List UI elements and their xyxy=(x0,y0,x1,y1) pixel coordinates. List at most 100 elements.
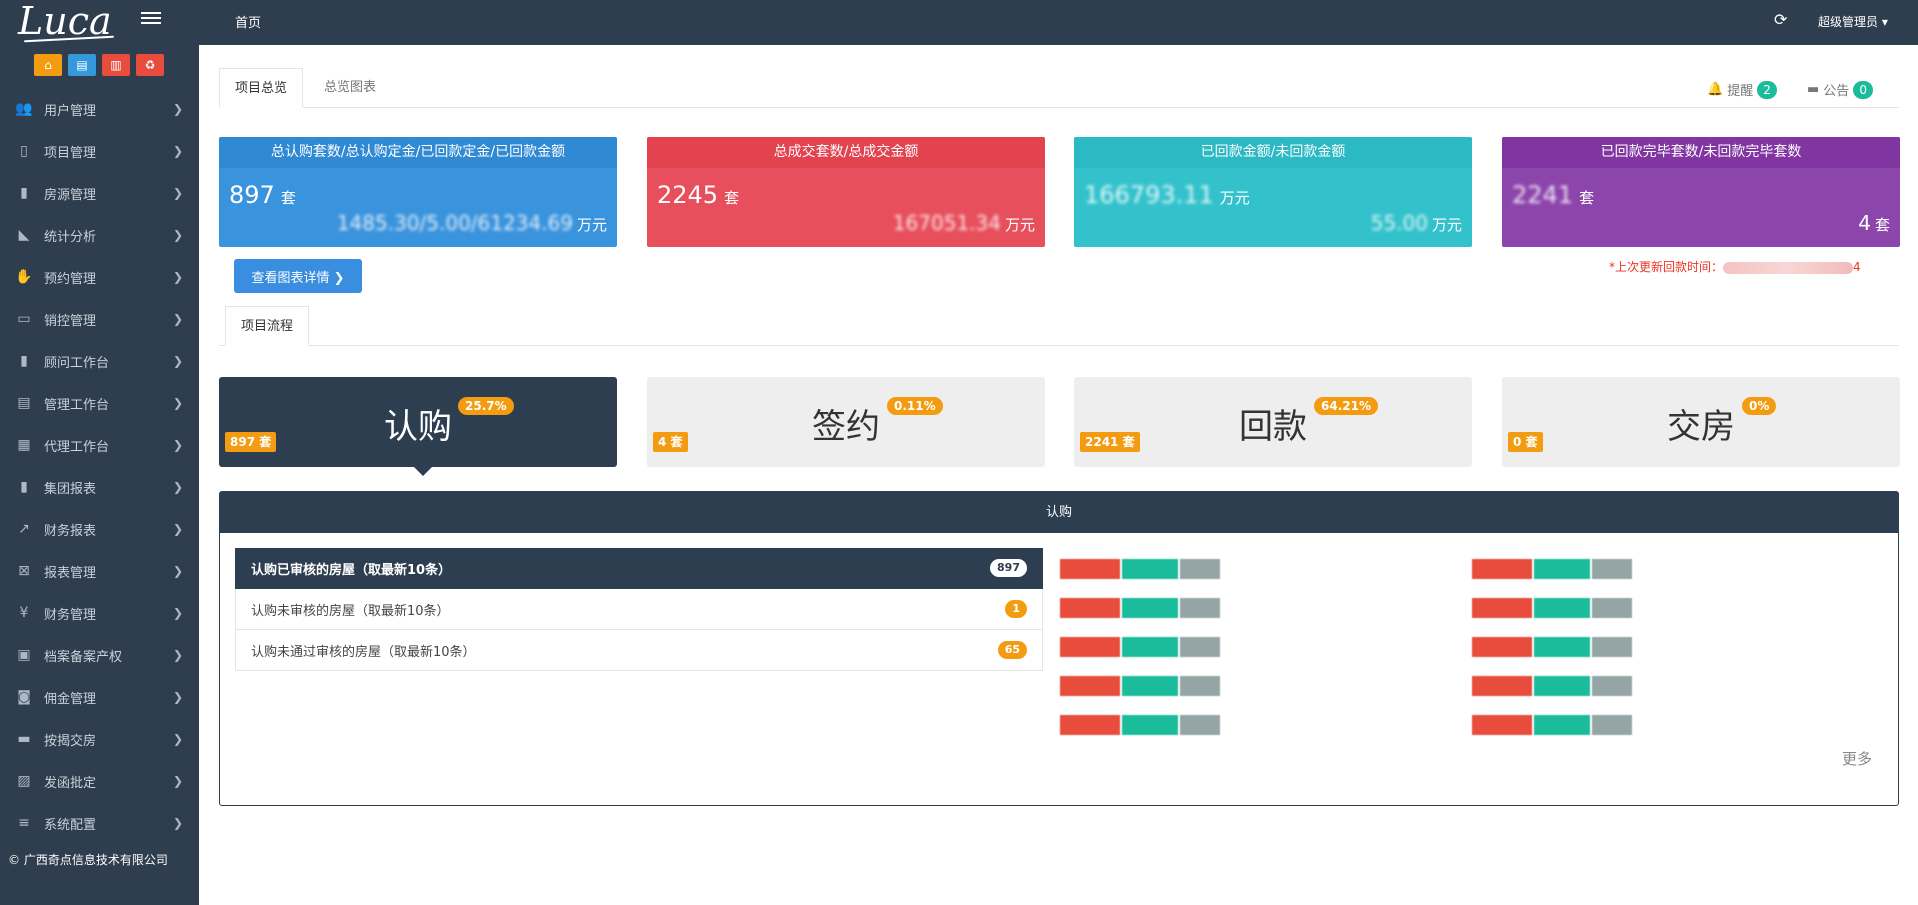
sidebar-item-8[interactable]: ▦代理工作台❯ xyxy=(0,424,199,466)
refresh-icon[interactable]: ⟳ xyxy=(1774,10,1788,29)
sidebar-item-label: 发函批定 xyxy=(44,775,97,791)
announce-badge: 0 xyxy=(1853,80,1873,99)
chevron-right-icon: ❯ xyxy=(172,186,183,200)
sidebar-item-14[interactable]: ◙佣金管理❯ xyxy=(0,676,199,718)
user-menu[interactable]: 超级管理员 ▾ xyxy=(1818,15,1888,29)
sidebar-item-label: 项目管理 xyxy=(44,145,97,161)
flow-count-badge: 2241 套 xyxy=(1080,432,1140,452)
comment-icon: ▬ xyxy=(1807,82,1820,97)
list-item-approved[interactable]: 认购已审核的房屋（取最新10条）897 xyxy=(235,548,1043,589)
sidebar: Luca ⌂ ▤ ▥ ♻ 👥用户管理❯▯项目管理❯▮房源管理❯◣统计分析❯✋预约… xyxy=(0,0,199,905)
sidebar-item-label: 按揭交房 xyxy=(44,733,97,749)
sidebar-item-label: 统计分析 xyxy=(44,229,97,245)
home-tab[interactable]: 首页 xyxy=(235,16,262,31)
flow-title: 回款 xyxy=(1239,407,1307,447)
flow-handover[interactable]: 交房 0% 0 套 xyxy=(1502,377,1900,467)
home-icon[interactable]: ⌂ xyxy=(34,54,62,76)
house-tag-row[interactable] xyxy=(1060,598,1222,618)
flow-title: 签约 xyxy=(812,407,880,447)
tab-overview[interactable]: 项目总览 xyxy=(219,68,304,108)
sidebar-item-16[interactable]: ▨发函批定❯ xyxy=(0,760,199,802)
excel-icon: ⊠ xyxy=(18,563,30,579)
remind-badge: 2 xyxy=(1757,80,1777,99)
menu-toggle-icon[interactable] xyxy=(141,12,161,28)
sidebar-item-15[interactable]: ▬按揭交房❯ xyxy=(0,718,199,760)
sidebar-item-13[interactable]: ▣档案备案产权❯ xyxy=(0,634,199,676)
house-tag-row[interactable] xyxy=(1472,715,1634,735)
sidebar-item-17[interactable]: ≡系统配置❯ xyxy=(0,802,199,844)
sidebar-item-label: 财务报表 xyxy=(44,523,97,539)
flow-subscribe[interactable]: 认购 25.7% 897 套 xyxy=(219,377,617,467)
bar-chart-icon: ▮ xyxy=(20,185,28,201)
house-tag-row[interactable] xyxy=(1060,715,1222,735)
list-item-pending[interactable]: 认购未审核的房屋（取最新10条）1 xyxy=(235,589,1043,630)
announce-label: 公告 xyxy=(1823,84,1850,99)
sidebar-item-6[interactable]: ▮顾问工作台❯ xyxy=(0,340,199,382)
sidebar-item-label: 管理工作台 xyxy=(44,397,110,413)
sidebar-item-label: 财务管理 xyxy=(44,607,97,623)
flow-title: 认购 xyxy=(384,407,452,447)
chevron-right-icon: ❯ xyxy=(172,732,183,746)
sidebar-item-3[interactable]: ◣统计分析❯ xyxy=(0,214,199,256)
sidebar-item-2[interactable]: ▮房源管理❯ xyxy=(0,172,199,214)
trash-icon[interactable]: ▥ xyxy=(102,54,130,76)
house-tag-row[interactable] xyxy=(1060,676,1222,696)
house-tag-row[interactable] xyxy=(1472,676,1634,696)
flow-count-badge: 0 套 xyxy=(1508,432,1543,452)
flow-payment[interactable]: 回款 64.21% 2241 套 xyxy=(1074,377,1472,467)
tab-charts[interactable]: 总览图表 xyxy=(324,80,377,95)
list-item-rejected[interactable]: 认购未通过审核的房屋（取最新10条）65 xyxy=(235,630,1043,671)
chevron-right-icon: ❯ xyxy=(172,396,183,410)
recycle-icon[interactable]: ♻ xyxy=(136,54,164,76)
house-tag-row[interactable] xyxy=(1472,598,1634,618)
chevron-right-icon: ❯ xyxy=(172,816,183,830)
flow-pointer xyxy=(414,467,432,476)
file-icon: ▤ xyxy=(17,395,31,411)
more-link[interactable]: 更多 xyxy=(1842,750,1873,768)
monitor-icon: ▭ xyxy=(17,311,31,327)
house-tag-row[interactable] xyxy=(1060,559,1222,579)
money-icon: ◙ xyxy=(17,689,31,705)
stat-header: 已回款金额/未回款金额 xyxy=(1074,137,1472,168)
chevron-right-icon: ❯ xyxy=(172,606,183,620)
flow-percent-badge: 0.11% xyxy=(887,397,943,415)
flow-count-badge: 4 套 xyxy=(653,432,688,452)
sidebar-item-5[interactable]: ▭销控管理❯ xyxy=(0,298,199,340)
flow-percent-badge: 64.21% xyxy=(1314,397,1378,415)
luca-logo[interactable]: Luca xyxy=(18,0,128,44)
handshake-icon: ✋ xyxy=(15,269,33,285)
house-tag-row[interactable] xyxy=(1472,559,1634,579)
last-update-time: *上次更新回款时间：4 xyxy=(1609,260,1861,274)
bar-chart-icon: ▮ xyxy=(20,479,28,495)
sidebar-item-12[interactable]: ¥财务管理❯ xyxy=(0,592,199,634)
sidebar-item-0[interactable]: 👥用户管理❯ xyxy=(0,88,199,130)
sidebar-item-label: 系统配置 xyxy=(44,817,97,833)
chevron-right-icon: ❯ xyxy=(172,144,183,158)
house-tag-row[interactable] xyxy=(1060,637,1222,657)
house-tag-row[interactable] xyxy=(1472,637,1634,657)
sidebar-item-label: 顾问工作台 xyxy=(44,355,110,371)
sidebar-item-10[interactable]: ↗财务报表❯ xyxy=(0,508,199,550)
chevron-right-icon: ❯ xyxy=(172,774,183,788)
sidebar-item-11[interactable]: ⊠报表管理❯ xyxy=(0,550,199,592)
building-icon: ▯ xyxy=(20,143,28,159)
sidebar-item-1[interactable]: ▯ 项目管理 ❯ xyxy=(0,130,199,172)
flow-sign[interactable]: 签约 0.11% 4 套 xyxy=(647,377,1045,467)
chevron-right-icon: ❯ xyxy=(172,354,183,368)
announce-link[interactable]: ▬ 公告 0 xyxy=(1807,80,1873,99)
sidebar-item-9[interactable]: ▮集团报表❯ xyxy=(0,466,199,508)
top-bar: 首页 ⟳ 超级管理员 ▾ xyxy=(199,0,1918,45)
sidebar-item-4[interactable]: ✋预约管理❯ xyxy=(0,256,199,298)
sidebar-item-7[interactable]: ▤ 管理工作台 ❯ xyxy=(0,382,199,424)
view-chart-details-button[interactable]: 查看图表详情 ❯ xyxy=(234,259,362,293)
tab-project-flow[interactable]: 项目流程 xyxy=(225,306,310,346)
document-icon[interactable]: ▤ xyxy=(68,54,96,76)
remind-link[interactable]: 🔔 提醒 2 xyxy=(1707,80,1777,99)
chevron-right-icon: ❯ xyxy=(172,648,183,662)
